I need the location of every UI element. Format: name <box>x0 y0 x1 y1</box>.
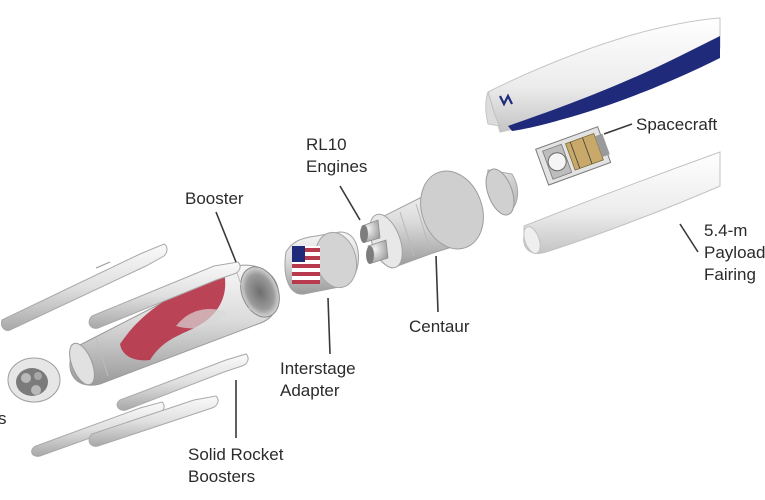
label-rl10-line2: Engines <box>306 157 368 176</box>
leader-fairing <box>679 223 699 253</box>
be4-engines <box>7 357 61 403</box>
label-fairing-line1: 5.4-m <box>704 221 748 240</box>
srb-upper-left <box>1 243 168 331</box>
label-booster-text: Booster <box>185 189 244 208</box>
label-spacecraft-text: Spacecraft <box>636 115 718 134</box>
label-solid-rocket-boosters: Solid Rocket Boosters <box>188 444 283 488</box>
srb-lower-right <box>88 395 219 447</box>
label-rl10-line1: RL10 <box>306 135 347 154</box>
label-interstage-adapter: Interstage Adapter <box>280 358 356 402</box>
label-spacecraft: Spacecraft <box>636 114 717 136</box>
srb-upper-middle <box>88 261 241 329</box>
leader-spacecraft <box>603 123 633 135</box>
leader-lines <box>215 123 699 438</box>
label-payload-fairing: 5.4-m Payload Fairing <box>704 220 765 286</box>
label-booster: Booster <box>185 188 244 210</box>
diagram-artwork <box>1 17 721 457</box>
payload-fairing-lower-half <box>523 151 721 254</box>
label-srb-line1: Solid Rocket <box>188 445 284 464</box>
label-centaur: Centaur <box>409 316 469 338</box>
spacecraft <box>535 126 612 186</box>
label-interstage-line2: Adapter <box>280 381 340 400</box>
us-flag-icon <box>292 246 320 284</box>
booster-core-stage <box>69 264 280 386</box>
payload-adapter-cone <box>485 168 519 216</box>
payload-fairing-upper-half <box>485 17 721 133</box>
leader-rl10 <box>339 185 361 221</box>
srb-lower-upper <box>116 353 249 411</box>
centaur-stage <box>369 170 484 269</box>
exploded-rocket-diagram: Booster RL10 Engines Spacecraft Centaur … <box>0 17 765 488</box>
leader-interstage <box>327 297 331 355</box>
rl10-engines <box>360 219 389 264</box>
leader-booster <box>215 211 237 263</box>
label-interstage-line1: Interstage <box>280 359 356 378</box>
label-rl10-engines: RL10 Engines <box>306 134 367 178</box>
label-be4-engines-partial: s <box>0 408 7 430</box>
label-fairing-line2: Payload <box>704 243 765 262</box>
interstage-adapter <box>284 231 359 295</box>
label-fairing-line3: Fairing <box>704 265 756 284</box>
label-centaur-text: Centaur <box>409 317 470 336</box>
label-be4-text: s <box>0 409 7 428</box>
label-srb-line2: Boosters <box>188 467 256 486</box>
leader-centaur <box>435 255 439 313</box>
